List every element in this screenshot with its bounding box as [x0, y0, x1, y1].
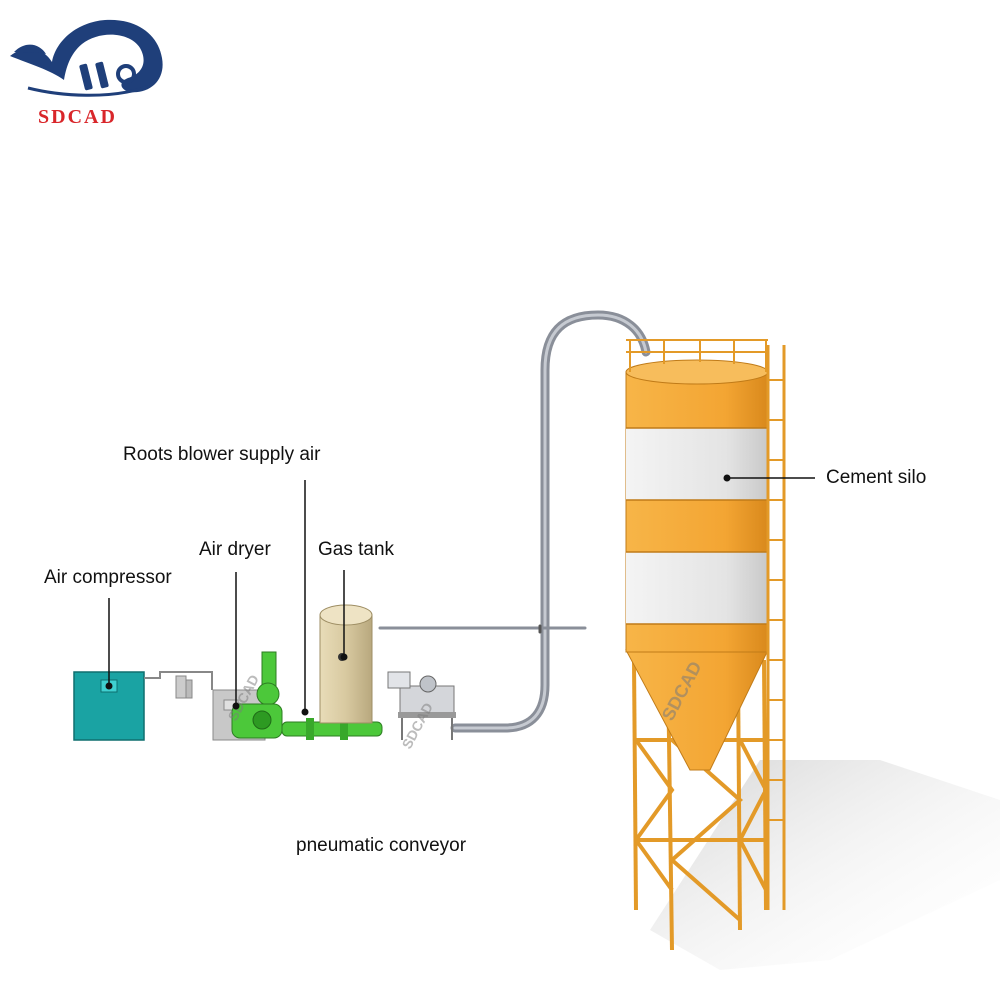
air-compressor: [73, 671, 213, 741]
feeder-unit: [387, 671, 456, 740]
conveying-pipe: [378, 310, 651, 733]
whale-logo-icon: [10, 19, 163, 97]
cement-silo: [625, 339, 786, 951]
brand-name: SDCAD: [38, 106, 117, 128]
label-air-compressor: Air compressor: [44, 567, 172, 588]
gas-tank: [319, 604, 373, 724]
label-air-dryer: Air dryer: [199, 539, 271, 560]
label-gas-tank: Gas tank: [318, 539, 395, 560]
label-cement-silo: Cement silo: [826, 467, 927, 488]
caption-pneumatic-conveyor: pneumatic conveyor: [296, 835, 467, 856]
leader-lines: [108, 477, 815, 712]
label-roots-blower: Roots blower supply air: [123, 444, 321, 465]
leader-dots: [105, 474, 731, 716]
roots-blower: [231, 651, 383, 740]
silo-shadow: [650, 760, 1000, 970]
